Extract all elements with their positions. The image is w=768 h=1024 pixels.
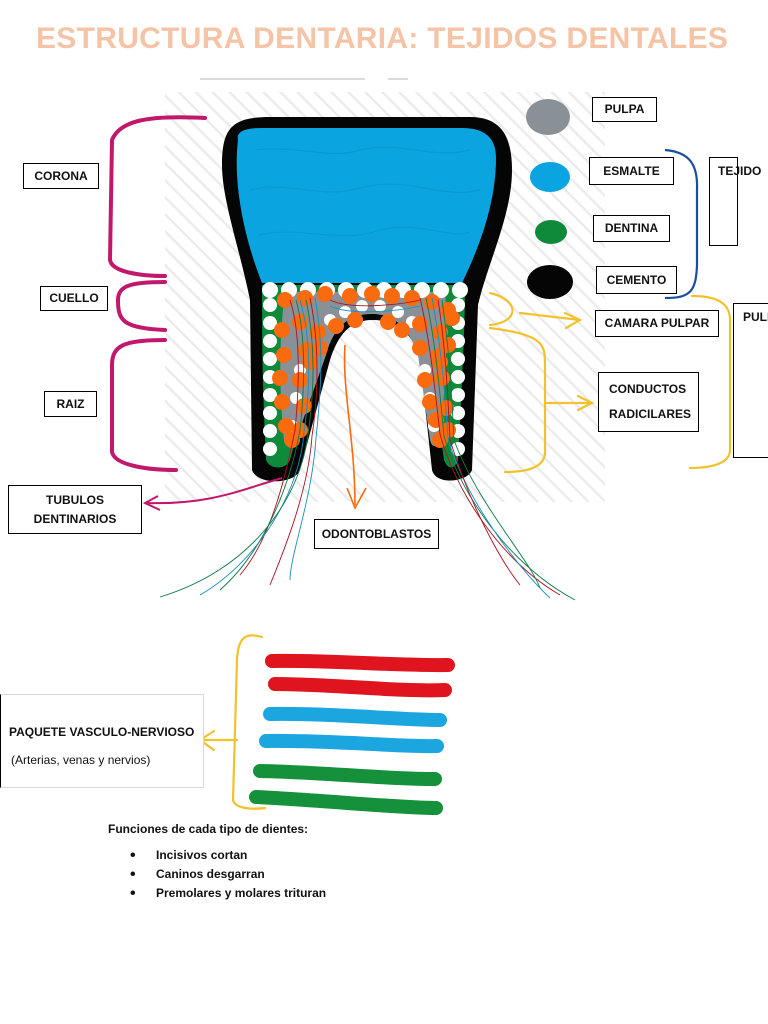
- odontoblast-dot: [296, 398, 312, 414]
- dentinal-tubule-fibers: [159, 297, 576, 601]
- odontoblast-dot: [417, 372, 433, 388]
- odontoblastos-arrow: [343, 344, 367, 510]
- paquete-subtitle: (Arterias, venas y nervios): [11, 753, 151, 767]
- cement-bead: [263, 352, 277, 366]
- odontoblast-dot: [412, 340, 428, 356]
- region-brackets: [108, 115, 207, 472]
- odontoblast-dot: [380, 314, 396, 330]
- functions-item: Caninos desgarran: [130, 865, 326, 884]
- odontoblast-dot: [328, 318, 344, 334]
- odontoblast-dot: [297, 290, 313, 306]
- label-cuello: CUELLO: [40, 286, 108, 311]
- conductos-line-1: CONDUCTOS: [609, 382, 687, 396]
- label-conductos-radiculares: CONDUCTOS RADICILARES: [598, 372, 699, 432]
- cement-bead: [263, 406, 277, 420]
- odontoblast-dot: [310, 324, 326, 340]
- odontoblast-dot: [276, 347, 292, 363]
- paquete-title: PAQUETE VASCULO-NERVIOSO: [9, 725, 195, 739]
- cement-bead: [339, 306, 351, 318]
- tejido-bracket: [664, 148, 699, 300]
- paquete-strokes: [249, 653, 455, 815]
- cement-bead: [263, 442, 277, 456]
- odontoblast-dot: [404, 290, 420, 306]
- functions-list: Incisivos cortan Caninos desgarran Premo…: [130, 846, 326, 903]
- tubulos-arrow: [142, 477, 283, 511]
- odontoblast-dot: [277, 292, 293, 308]
- odontoblast-dot: [428, 412, 444, 428]
- odontoblast-dot: [394, 322, 410, 338]
- odontoblast-dot: [274, 394, 290, 410]
- label-pulpa-group: PULI: [733, 303, 768, 458]
- cement-bead: [451, 370, 465, 384]
- tubulos-line-2: DENTINARIOS: [33, 511, 117, 526]
- odontoblast-dot: [317, 286, 333, 302]
- cement-bead: [392, 306, 404, 318]
- cement-bead: [451, 406, 465, 420]
- legend-swatch-esmalte: [530, 162, 570, 192]
- odontoblast-dot: [292, 372, 308, 388]
- label-camara-pulpar: CAMARA PULPAR: [595, 310, 719, 337]
- legend-swatch-cemento: [527, 265, 573, 299]
- odontoblast-dot: [284, 432, 300, 448]
- label-raiz: RAIZ: [44, 391, 97, 417]
- label-corona: CORONA: [23, 163, 99, 189]
- label-odontoblastos: ODONTOBLASTOS: [314, 519, 439, 549]
- cement-bead: [263, 298, 277, 312]
- legend-label-dentina: DENTINA: [593, 215, 670, 242]
- functions-item: Incisivos cortan: [130, 846, 326, 865]
- odontoblast-dot: [364, 286, 380, 302]
- odontoblast-dot: [384, 288, 400, 304]
- odontoblast-dot: [302, 354, 318, 370]
- odontoblast-dot: [432, 324, 448, 340]
- cement-bead: [374, 300, 386, 312]
- odontoblast-dot: [342, 288, 358, 304]
- label-tejido: TEJIDO: [709, 157, 761, 246]
- odontoblast-dot: [347, 312, 363, 328]
- cement-bead: [451, 388, 465, 402]
- enamel-crown: [236, 128, 496, 283]
- odontoblast-dot: [412, 316, 428, 332]
- cement-bead: [452, 282, 468, 298]
- cement-bead: [263, 424, 277, 438]
- cement-bead: [451, 352, 465, 366]
- legend-label-esmalte: ESMALTE: [589, 157, 674, 185]
- conductos-line-2: RADICILARES: [609, 407, 692, 421]
- legend-label-cemento: CEMENTO: [596, 266, 677, 294]
- legend-swatch-dentina: [535, 220, 567, 244]
- page-title: ESTRUCTURA DENTARIA: TEJIDOS DENTALES: [36, 22, 729, 55]
- cement-bead: [433, 282, 449, 298]
- cement-bead: [263, 316, 277, 330]
- functions-heading: Funciones de cada tipo de dientes:: [108, 822, 309, 836]
- enamel-scribble: [249, 146, 481, 237]
- odontoblast-dot: [274, 322, 290, 338]
- label-tubulos-dentinarios: TUBULOS DENTINARIOS: [8, 485, 142, 534]
- functions-section: Funciones de cada tipo de dientes: Incis…: [108, 822, 326, 903]
- odontoblast-dot: [272, 370, 288, 386]
- legend-swatch-pulpa: [526, 99, 570, 135]
- odontoblast-dot: [434, 370, 450, 386]
- cement-bead: [263, 334, 277, 348]
- odontoblast-dot: [278, 418, 294, 434]
- cement-bead: [262, 282, 278, 298]
- functions-item: Premolares y molares trituran: [130, 884, 326, 903]
- tubulos-line-1: TUBULOS: [46, 492, 104, 507]
- paquete-vasculo-nervioso: PAQUETE VASCULO-NERVIOSO (Arterias, vena…: [0, 694, 204, 788]
- odontoblast-dot: [444, 310, 460, 326]
- odontoblast-dot: [422, 394, 438, 410]
- legend-label-pulpa: PULPA: [592, 97, 657, 122]
- cement-bead: [263, 388, 277, 402]
